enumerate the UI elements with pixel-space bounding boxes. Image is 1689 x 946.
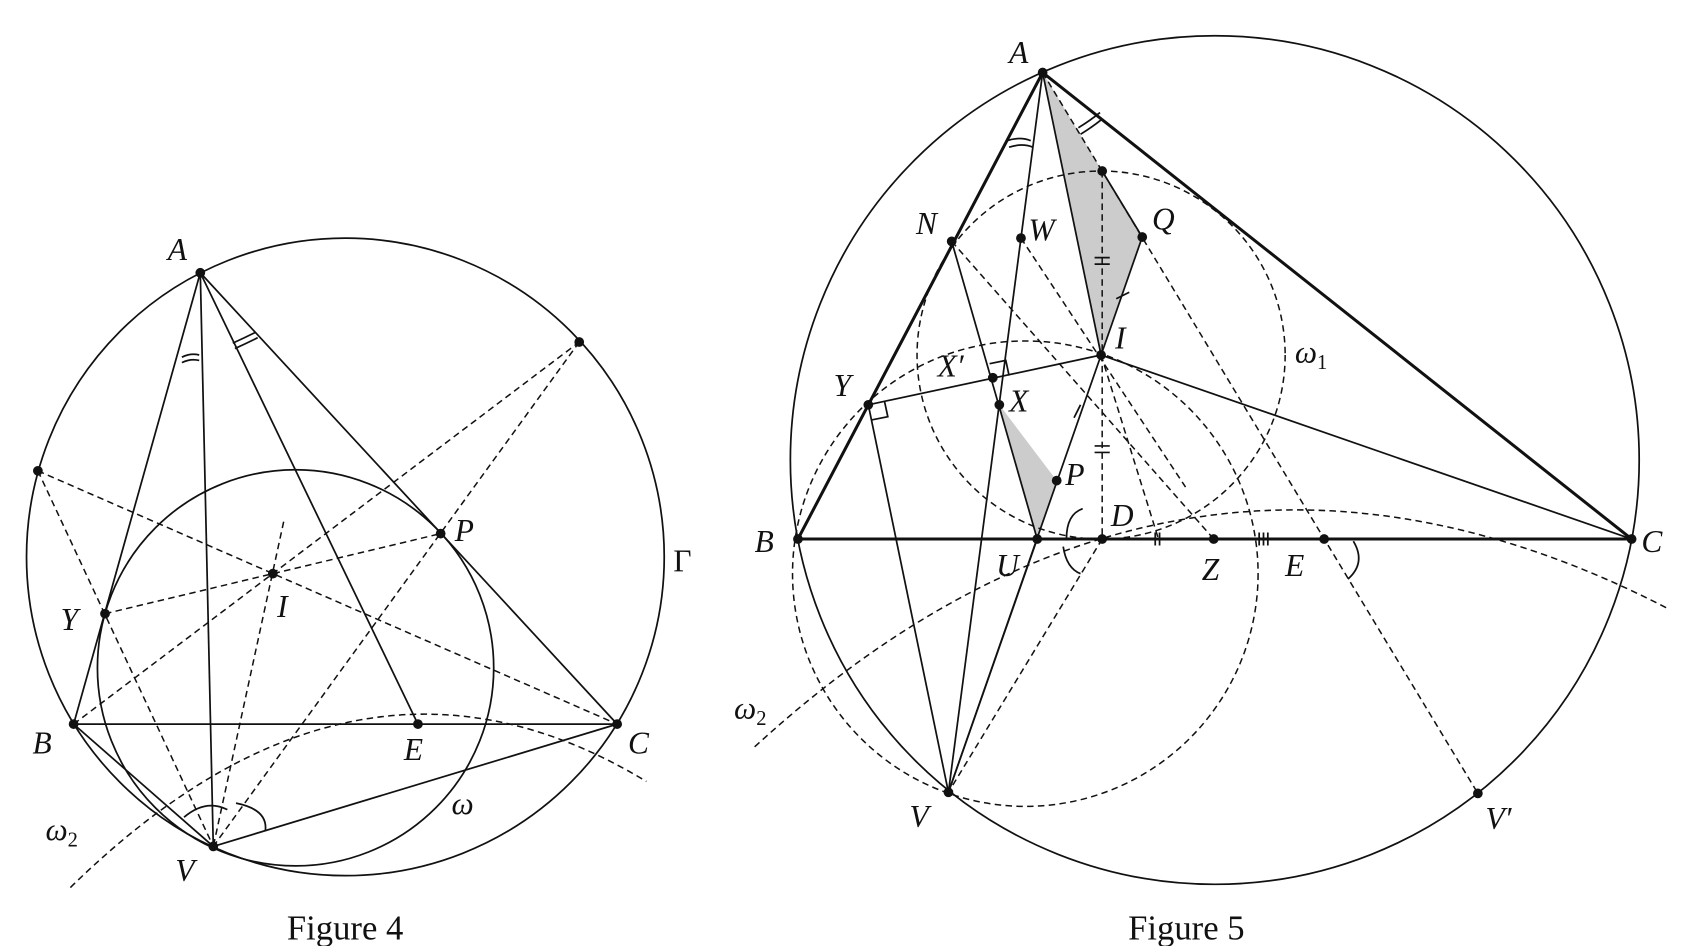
angle-mark-v-2 [235, 802, 267, 832]
dashed-line-dv [947, 538, 1103, 793]
label-gamma: Γ [673, 544, 691, 579]
label-omega2: ω2 [45, 812, 77, 851]
label-b: B [32, 725, 51, 760]
label-v-prime: V′ [1485, 801, 1512, 836]
arc-omega2 [69, 713, 647, 889]
label-e: E [1284, 548, 1304, 583]
label-n: N [915, 206, 939, 241]
label-v: V [175, 853, 198, 888]
label-y: Y [61, 602, 82, 637]
angle-mark-a-left [181, 353, 200, 364]
label-b: B [755, 524, 774, 559]
shaded-region-top [1042, 72, 1143, 356]
dashed-line-w [1020, 237, 1187, 488]
label-d: D [1110, 498, 1134, 533]
label-x-prime: X′ [936, 349, 965, 384]
points-fig5 [793, 67, 1637, 799]
label-omega1: ω1 [1295, 335, 1327, 374]
label-q: Q [1152, 201, 1175, 236]
dashed-line-1 [37, 470, 618, 725]
label-e: E [403, 732, 423, 767]
label-omega: ω [451, 786, 473, 821]
dashed-line-nz [951, 240, 1215, 540]
dashed-line-yp [104, 532, 441, 615]
figure-4: A B C E I P Y V Γ ω ω2 Figure 4 [25, 232, 692, 946]
label-i: I [276, 589, 289, 624]
label-omega2: ω2 [734, 691, 766, 730]
circle-omega [96, 468, 495, 867]
arc-omega2 [754, 509, 1668, 748]
label-w: W [1029, 212, 1058, 247]
label-p: P [1064, 457, 1084, 492]
equal-length-ticks [1073, 256, 1269, 546]
caption-figure-4: Figure 4 [287, 910, 403, 946]
label-c: C [628, 725, 650, 760]
angle-mark-d [1062, 507, 1084, 575]
triangle-abc [795, 70, 1636, 541]
line-ai [1041, 72, 1102, 356]
circle-dashed-2 [791, 340, 1259, 808]
right-angle-y [871, 401, 889, 421]
line-ae [199, 272, 419, 725]
label-a: A [166, 232, 188, 267]
line-av [199, 272, 215, 847]
line-bv [73, 723, 214, 848]
line-av [947, 72, 1044, 793]
shaded-region-bottom [999, 404, 1057, 540]
angle-mark-a-right [1077, 111, 1103, 135]
right-angle-x' [989, 359, 1010, 376]
angle-mark-e [1347, 540, 1360, 580]
angle-mark-a-left [1006, 137, 1034, 149]
line-uv [947, 538, 1039, 793]
dashed-line-4 [212, 341, 580, 847]
line-nu [950, 241, 1039, 540]
label-p: P [454, 513, 474, 548]
line-vc [213, 723, 618, 848]
line-yi [868, 354, 1102, 406]
label-c: C [1641, 524, 1663, 559]
circumcircle [789, 34, 1641, 886]
label-i: I [1114, 321, 1127, 356]
label-a: A [1007, 35, 1029, 70]
points-fig4 [33, 267, 623, 852]
label-u: U [996, 548, 1021, 583]
dashed-line-2 [73, 341, 580, 725]
caption-figure-5: Figure 5 [1128, 910, 1244, 946]
label-z: Z [1202, 552, 1220, 587]
figure-5: A B C N W Q I X′ X Y P D U Z E V V′ ω1 ω… [734, 34, 1668, 946]
line-ic [1100, 354, 1632, 540]
triangle-sides [72, 271, 618, 725]
label-v: V [909, 799, 932, 834]
label-x: X [1007, 383, 1030, 418]
circumcircle-gamma [25, 237, 666, 877]
angle-mark-a-right [232, 331, 259, 350]
angle-mark-v-1 [183, 804, 228, 818]
line-yv [867, 404, 950, 793]
dashed-line-3 [37, 470, 214, 847]
label-y: Y [834, 368, 855, 403]
